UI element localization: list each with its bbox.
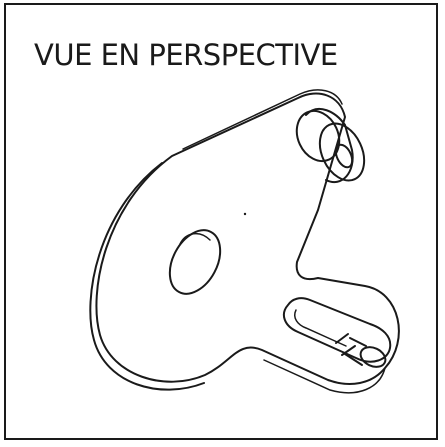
pin-end <box>359 346 387 368</box>
boss-hole <box>334 143 354 169</box>
drawing-frame <box>4 3 438 440</box>
center-mark <box>243 212 247 216</box>
pin-body <box>344 337 367 366</box>
slot-outline <box>282 297 392 363</box>
boss-end-face <box>318 122 366 182</box>
large-hole-depth <box>179 232 211 245</box>
pin-collar <box>335 333 356 356</box>
boss-base <box>295 109 341 163</box>
plate-outline <box>95 92 400 385</box>
plate-thickness-edge-2 <box>182 89 343 150</box>
slot-inner-wall <box>294 309 347 347</box>
plate-thickness-edge-3 <box>263 359 386 394</box>
view-caption: VUE EN PERSPECTIVE <box>34 38 338 72</box>
boss-body <box>305 108 354 183</box>
plate-thickness-edge <box>89 162 205 391</box>
large-hole <box>168 229 222 295</box>
